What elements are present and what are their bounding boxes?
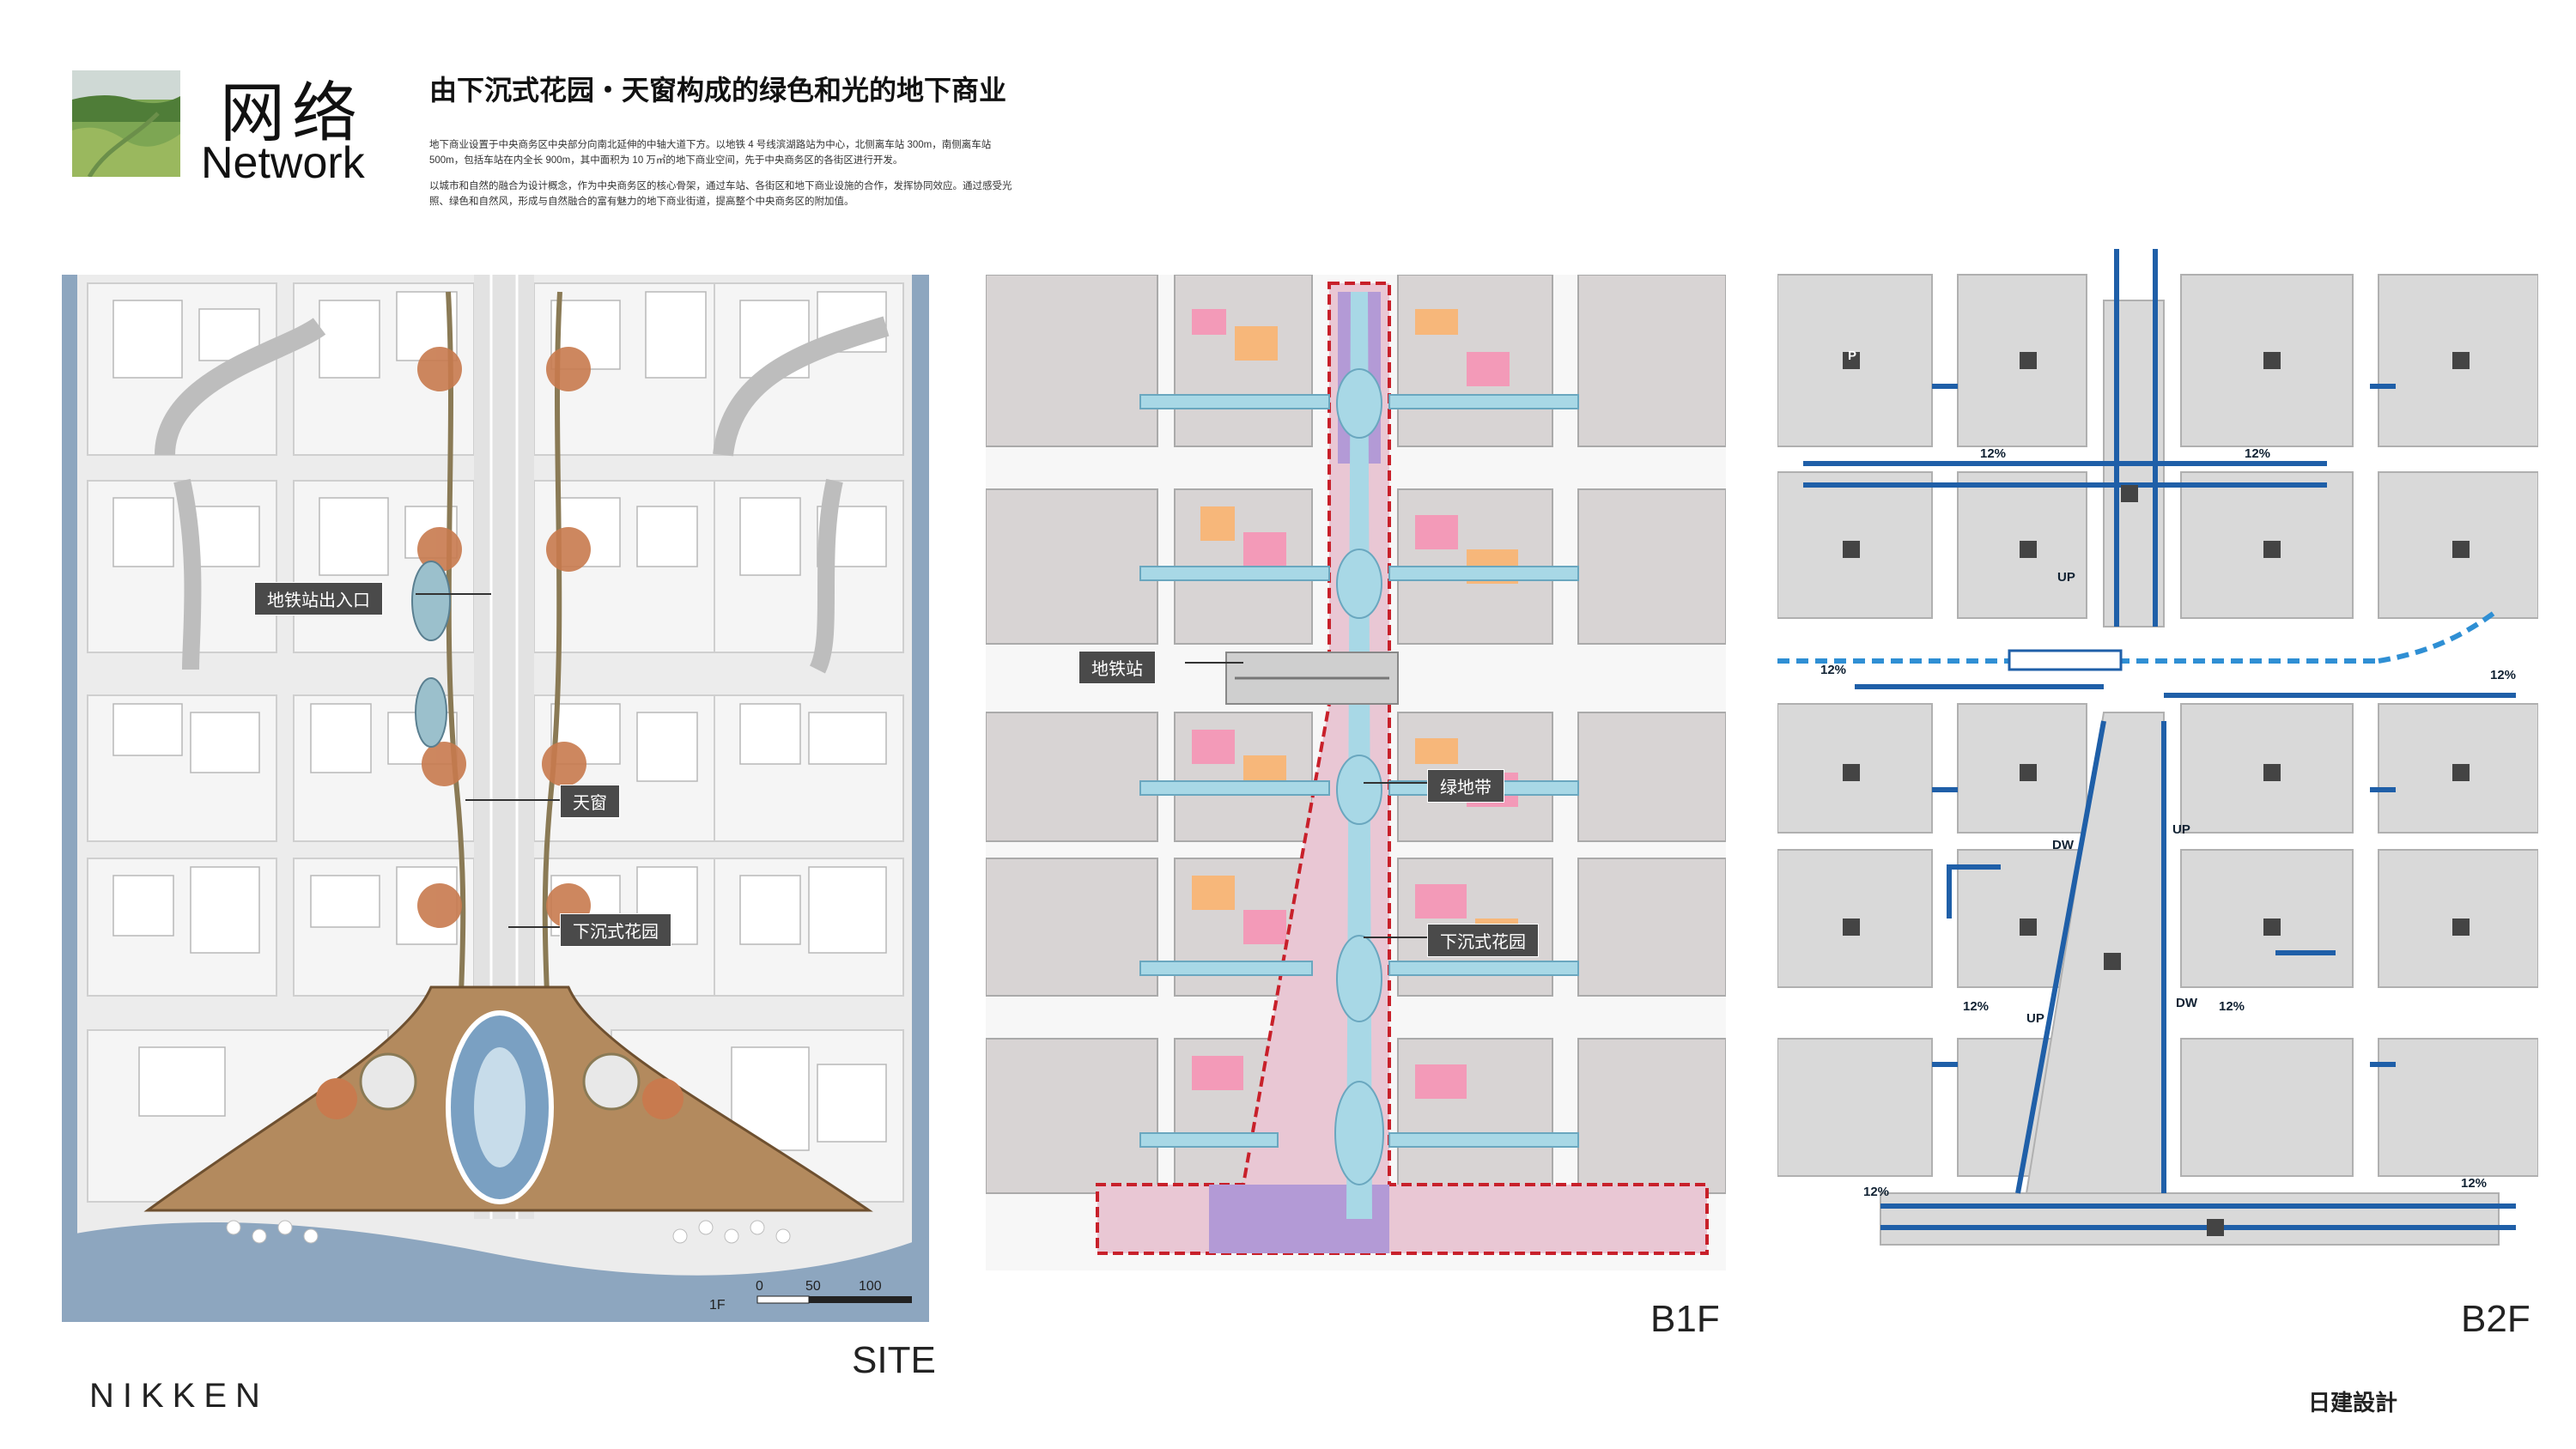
scale-tick-100: 100 xyxy=(859,1279,882,1294)
landscape-thumbnail xyxy=(72,70,180,177)
b2f-plan-drawing xyxy=(1777,249,2538,1270)
b1f-plan-drawing xyxy=(986,275,1726,1270)
ramp-down-label: DW xyxy=(2176,996,2197,1010)
callout-subway-station: 地铁站 xyxy=(1078,651,1156,684)
callout-sunken-garden: 下沉式花园 xyxy=(560,913,671,947)
scale-tick-0: 0 xyxy=(756,1279,763,1294)
b1f-panel-label: B1F xyxy=(1650,1298,1720,1340)
description-paragraph-1: 地下商业设置于中央商务区中央部分向南北延伸的中轴大道下方。以地铁 4 号线滨湖路… xyxy=(429,140,992,166)
nikken-logo: NIKKEN xyxy=(89,1377,269,1415)
site-plan-panel xyxy=(62,275,929,1322)
ramp-grade-label: 12% xyxy=(1863,1185,1890,1199)
ramp-grade-label: 12% xyxy=(2461,1176,2488,1191)
ramp-up-label: UP xyxy=(2057,570,2075,585)
b2f-panel-label: B2F xyxy=(2461,1298,2530,1340)
ramp-up-label: UP xyxy=(2172,822,2190,837)
site-panel-label: SITE xyxy=(852,1339,936,1381)
callout-b1f-sunken-garden: 下沉式花园 xyxy=(1427,924,1539,957)
ramp-grade-label: 12% xyxy=(1980,446,2007,461)
ramp-grade-label: 12% xyxy=(1963,999,1990,1014)
b2f-plan-panel xyxy=(1777,249,2538,1270)
ramp-grade-label: 12% xyxy=(2490,668,2517,682)
callout-subway-exit: 地铁站出入口 xyxy=(254,582,383,615)
site-plan-drawing xyxy=(62,275,929,1322)
b1f-plan-panel xyxy=(986,275,1726,1270)
page-title-cn: 网络 xyxy=(220,75,364,151)
description-paragraph-2: 以城市和自然的融合为设计概念，作为中央商务区的核心骨架，通过车站、各街区和地下商… xyxy=(429,181,1012,207)
ramp-grade-label: 12% xyxy=(2245,446,2271,461)
scale-floor-label: 1F xyxy=(709,1298,726,1313)
ramp-down-label: DW xyxy=(2052,838,2074,852)
scale-tick-50: 50 xyxy=(805,1279,821,1294)
headline: 由下沉式花园・天窗构成的绿色和光的地下商业 xyxy=(429,75,1007,106)
page-title-en: Network xyxy=(201,138,365,188)
ramp-up-label: UP xyxy=(2026,1011,2044,1026)
callout-green-belt: 绿地带 xyxy=(1427,769,1504,803)
ramp-grade-label: 12% xyxy=(2219,999,2245,1014)
nikken-sekkei-logo: 日建設計 xyxy=(2308,1390,2398,1416)
ramp-grade-label: 12% xyxy=(1820,663,1847,677)
parking-marker: P xyxy=(1848,349,1857,363)
callout-skylight: 天窗 xyxy=(560,785,620,818)
